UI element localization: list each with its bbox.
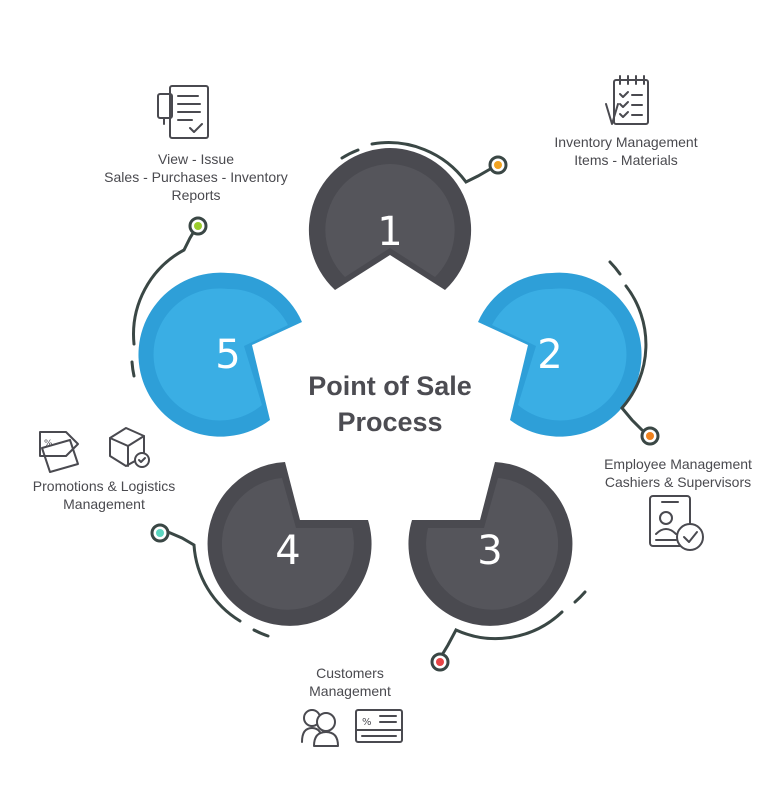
connector-3-dash — [573, 590, 587, 604]
segment-5-label-line-2: Sales - Purchases - Inventory — [104, 169, 288, 185]
connector-dot-2-core — [646, 432, 654, 440]
connector-5-arc — [132, 226, 198, 346]
segment-2-label: Employee Management Cashiers & Superviso… — [590, 455, 766, 491]
employee-id-check-icon — [649, 495, 704, 551]
segment-3: 3 — [408, 462, 573, 626]
svg-text:%: % — [362, 717, 372, 728]
diagram-title-line-2: Process — [337, 407, 443, 437]
svg-text:%: % — [44, 439, 53, 449]
discount-card-icon: % — [355, 709, 403, 743]
sale-tag-icon: % — [39, 431, 79, 473]
segment-2: 2 — [478, 272, 642, 437]
connector-5-dash — [130, 360, 136, 378]
segment-5: 5 — [138, 272, 302, 437]
segment-1-label: Inventory Management Items - Materials — [540, 133, 712, 169]
diagram-title: Point of Sale Process — [290, 368, 490, 440]
segment-4-label-line-2: Management — [63, 496, 145, 512]
segment-2-inner — [492, 288, 627, 421]
segment-2-label-line-1: Employee Management — [604, 456, 752, 472]
connector-dots — [150, 155, 660, 672]
connector-dot-4-core — [156, 529, 164, 537]
segment-1-label-line-2: Items - Materials — [574, 152, 678, 168]
segment-1-label-line-1: Inventory Management — [554, 134, 698, 150]
segment-5-inner — [153, 288, 288, 421]
segment-3-inner — [426, 478, 559, 610]
customers-icon — [301, 709, 339, 747]
segment-3-label-line-2: Management — [309, 683, 391, 699]
segment-4-inner — [221, 478, 354, 610]
segment-3-label-line-1: Customers — [316, 665, 384, 681]
connector-dot-1-core — [494, 161, 502, 169]
segment-4-label-line-1: Promotions & Logistics — [32, 478, 176, 494]
segment-1: 1 — [308, 148, 472, 290]
connector-4-arc — [166, 530, 242, 623]
segment-5-label-line-3: Reports — [171, 187, 221, 203]
connector-2-arc — [620, 284, 648, 432]
segment-1-inner — [325, 164, 455, 277]
connectors — [130, 141, 648, 657]
connector-1-arc — [370, 141, 494, 184]
segment-5-label-line-1: View - Issue — [158, 151, 234, 167]
connector-dot-3-core — [436, 658, 444, 666]
checklist-clipboard-icon — [605, 75, 649, 125]
diagram-title-line-1: Point of Sale — [308, 371, 472, 401]
reports-document-icon — [157, 85, 209, 139]
connector-2-dash — [608, 260, 622, 276]
segment-2-label-line-2: Cashiers & Supervisors — [604, 474, 752, 490]
segment-4: 4 — [207, 462, 372, 626]
segment-1-number: 1 — [377, 209, 402, 255]
connector-1-dash — [340, 148, 360, 160]
segment-3-number: 3 — [477, 528, 502, 574]
segment-3-label: Customers Management — [290, 664, 410, 700]
connector-dot-5-core — [194, 222, 202, 230]
package-box-icon — [109, 427, 150, 468]
segment-4-label: Promotions & Logistics Management — [14, 477, 194, 513]
segment-4-number: 4 — [275, 528, 300, 574]
segment-5-label: View - Issue Sales - Purchases - Invento… — [86, 150, 306, 204]
connector-3-arc — [440, 610, 564, 657]
segment-5-number: 5 — [215, 332, 240, 378]
connector-4-dash — [252, 628, 270, 638]
segment-2-number: 2 — [537, 332, 562, 378]
